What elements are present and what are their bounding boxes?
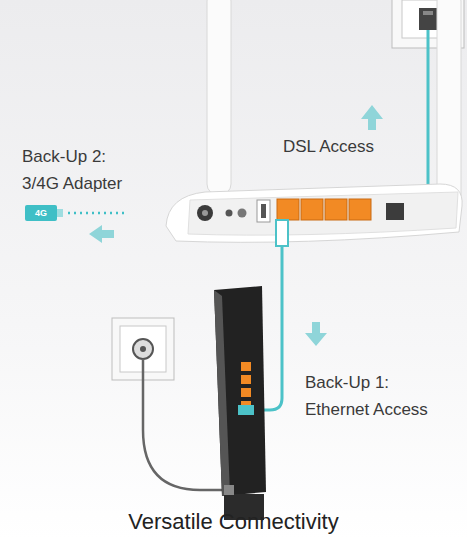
callout-label: DSL Access <box>283 133 433 160</box>
down-arrow <box>305 322 327 346</box>
phone-plug-detail <box>423 11 433 15</box>
up-arrow <box>361 105 383 130</box>
left-arrow <box>89 225 114 243</box>
lan-port <box>349 199 371 220</box>
usb-adapter-plug <box>57 209 63 217</box>
coax-connector <box>133 339 153 359</box>
modem-body <box>214 286 266 496</box>
callout-label: Back-Up 1: Ethernet Access <box>305 369 445 423</box>
title: Versatile Connectivity <box>0 508 467 536</box>
power-jack-pin <box>202 210 208 216</box>
adapter-label: 4G <box>25 205 57 221</box>
lan-port <box>277 199 299 220</box>
router-body <box>166 184 462 242</box>
router-back-panel <box>188 192 458 235</box>
power-jack <box>197 205 213 221</box>
modem-ethernet-plug <box>238 405 254 415</box>
left-antenna <box>207 0 231 195</box>
modem-port <box>241 388 251 397</box>
usb-port <box>257 200 270 222</box>
reset-button <box>226 210 233 217</box>
wps-button <box>238 209 247 218</box>
coax-pin <box>140 346 146 352</box>
usb-port-inner <box>261 204 266 218</box>
phone-plug <box>419 8 437 30</box>
ethernet-plug <box>276 220 288 246</box>
modem-port <box>241 375 251 384</box>
right-antenna <box>437 0 461 215</box>
dotted-link <box>68 212 124 215</box>
lan-port <box>301 199 323 220</box>
callout-label: Back-Up 2: 3/4G Adapter <box>22 143 134 197</box>
modem-side <box>214 290 230 496</box>
usb-adapter <box>25 205 57 221</box>
lan-port <box>325 199 347 220</box>
modem-coax-port <box>224 485 234 495</box>
modem-port <box>241 362 251 371</box>
dsl-port <box>386 203 404 220</box>
coax-cable <box>143 359 224 490</box>
